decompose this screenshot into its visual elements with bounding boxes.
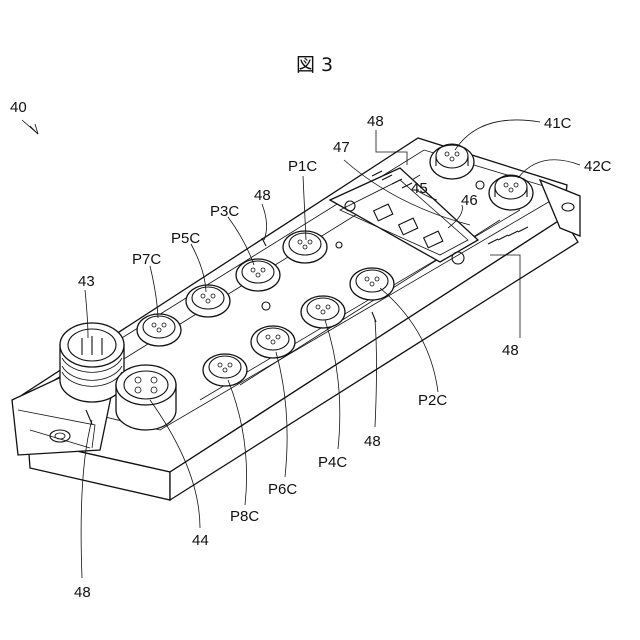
connector-41c: [430, 144, 474, 179]
port-p2c: [350, 268, 394, 300]
label-p5c: P5C: [171, 230, 200, 247]
label-p6c: P6C: [268, 481, 297, 498]
label-p7c: P7C: [132, 251, 161, 268]
figure-title: 図 3: [296, 54, 333, 76]
port-p8c: [203, 354, 247, 386]
port-p5c: [186, 285, 230, 317]
port-p4c: [301, 296, 345, 328]
label-41c: 41C: [544, 115, 572, 132]
label-device: 40: [10, 99, 27, 116]
label-48-center: 48: [254, 187, 271, 204]
connector-44: [116, 365, 176, 430]
label-48-right: 48: [502, 342, 519, 359]
connector-42c: [489, 175, 533, 210]
label-p2c: P2C: [418, 392, 447, 409]
label-42c: 42C: [584, 158, 612, 175]
port-p3c: [236, 259, 280, 291]
port-p6c: [251, 326, 295, 358]
label-p3c: P3C: [210, 203, 239, 220]
label-p4c: P4C: [318, 454, 347, 471]
port-p7c: [137, 314, 181, 346]
connector-43: [60, 323, 124, 402]
label-44: 44: [192, 532, 209, 549]
label-45: 45: [411, 180, 428, 197]
label-46: 46: [461, 192, 478, 209]
label-48-top: 48: [367, 113, 384, 130]
label-43: 43: [78, 273, 95, 290]
label-p1c: P1C: [288, 158, 317, 175]
label-47: 47: [333, 139, 350, 156]
port-p1c: [283, 231, 327, 263]
label-48-bottom: 48: [74, 584, 91, 601]
label-p8c: P8C: [230, 508, 259, 525]
label-48-lower: 48: [364, 433, 381, 450]
